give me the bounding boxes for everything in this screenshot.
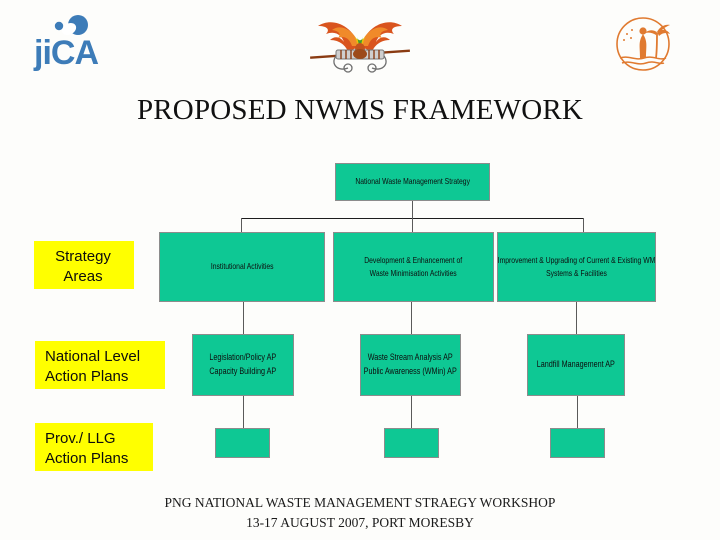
node-provincial-plan-3[interactable] bbox=[550, 428, 605, 458]
node-ap3-line1: Landfill Management AP bbox=[536, 359, 616, 370]
node-provincial-plan-2[interactable] bbox=[384, 428, 439, 458]
node-improvement-upgrading[interactable]: Improvement & Upgrading of Current & Exi… bbox=[497, 232, 656, 302]
connector-improvement-to-ap3 bbox=[576, 302, 577, 334]
node-dev-line2: Waste Minimisation Activities bbox=[369, 268, 458, 278]
connector-bus-to-institutional bbox=[241, 218, 242, 232]
node-imp-line1: Improvement & Upgrading of Current & Exi… bbox=[497, 254, 656, 265]
node-ap1-line1: Legislation/Policy AP bbox=[209, 352, 277, 363]
node-development-enhancement[interactable]: Development & Enhancement of Waste Minim… bbox=[333, 232, 494, 302]
row-label-national-action-plans: National Level Action Plans bbox=[35, 341, 165, 389]
node-provincial-plan-1[interactable] bbox=[215, 428, 270, 458]
jica-logo: jiCA bbox=[28, 12, 133, 74]
node-root-line1: National Waste Management Strategy bbox=[355, 176, 470, 187]
connector-ap1-to-provincial1 bbox=[243, 396, 244, 428]
node-ap2-line1: Waste Stream Analysis AP bbox=[368, 352, 453, 363]
node-waste-stream-public-awareness-ap[interactable]: Waste Stream Analysis AP Public Awarenes… bbox=[360, 334, 461, 396]
node-ap1-line2: Capacity Building AP bbox=[209, 366, 277, 376]
node-national-waste-management-strategy[interactable]: National Waste Management Strategy bbox=[335, 163, 490, 201]
workshop-logo bbox=[600, 12, 686, 74]
row-label-strategy-areas: Strategy Areas bbox=[34, 241, 134, 289]
footer-line-2: 13-17 AUGUST 2007, PORT MORESBY bbox=[246, 514, 474, 530]
svg-text:jiCA: jiCA bbox=[33, 34, 98, 72]
node-imp-line2: Systems & Facilities bbox=[546, 268, 607, 278]
node-institutional-activities[interactable]: Institutional Activities bbox=[159, 232, 325, 302]
footer: PNG NATIONAL WASTE MANAGEMENT STRAEGY WO… bbox=[0, 493, 720, 532]
node-inst-line1: Institutional Activities bbox=[210, 261, 274, 272]
node-legislation-capacity-ap[interactable]: Legislation/Policy AP Capacity Building … bbox=[192, 334, 294, 396]
connector-development-to-ap2 bbox=[411, 302, 412, 334]
node-ap2-line2: Public Awareness (WMin) AP bbox=[363, 366, 458, 376]
connector-ap3-to-provincial3 bbox=[577, 396, 578, 428]
footer-line-1: PNG NATIONAL WASTE MANAGEMENT STRAEGY WO… bbox=[164, 495, 556, 510]
png-national-emblem bbox=[300, 12, 420, 74]
connector-root-stem bbox=[412, 201, 413, 219]
connector-bus-to-development bbox=[412, 218, 413, 232]
connector-ap2-to-provincial2 bbox=[411, 396, 412, 428]
connector-institutional-to-ap1 bbox=[243, 302, 244, 334]
row-label-provincial-action-plans: Prov./ LLG Action Plans bbox=[35, 423, 153, 471]
node-dev-line1: Development & Enhancement of bbox=[364, 254, 463, 265]
page-title: PROPOSED NWMS FRAMEWORK bbox=[136, 94, 584, 126]
node-landfill-management-ap[interactable]: Landfill Management AP bbox=[527, 334, 625, 396]
connector-bus-to-improvement bbox=[583, 218, 584, 232]
